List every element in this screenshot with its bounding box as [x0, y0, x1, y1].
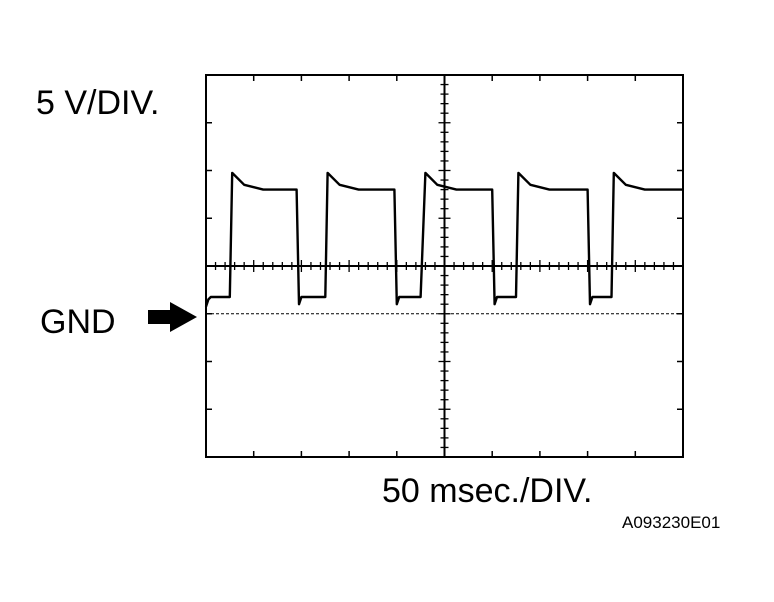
- ground-label: GND: [40, 303, 116, 341]
- time-per-div-label: 50 msec./DIV.: [382, 472, 593, 510]
- figure-id-label: A093230E01: [622, 513, 721, 532]
- volts-per-div-label: 5 V/DIV.: [36, 84, 160, 122]
- ground-arrow-icon: [148, 302, 197, 332]
- signal-trace: [204, 171, 683, 307]
